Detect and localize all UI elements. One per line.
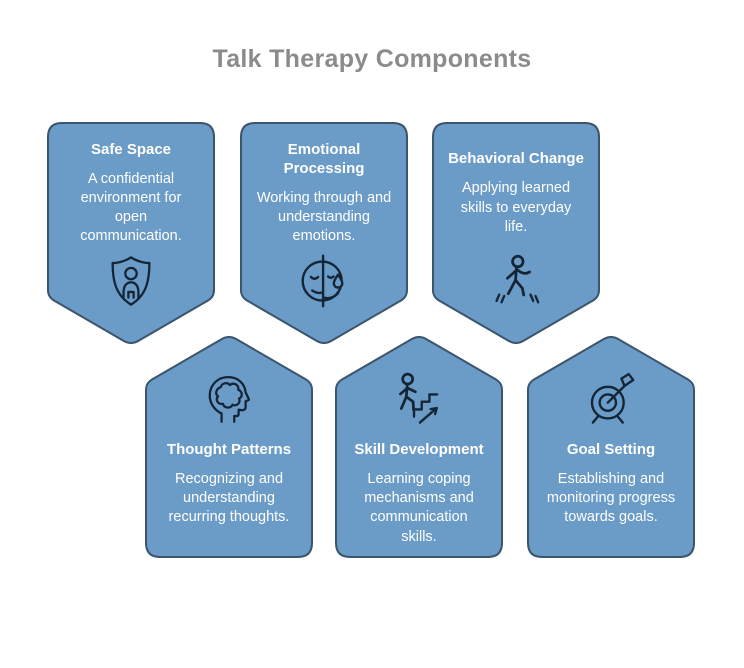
target-arrow-icon — [590, 372, 635, 424]
card-description: Recognizing and understanding recurring … — [168, 471, 290, 526]
card-skill-development: Skill Development Learning coping mechan… — [335, 332, 503, 558]
walking-person-icon — [495, 254, 540, 304]
card-description: Establishing and monitoring progress tow… — [546, 471, 676, 526]
card-shape-up — [145, 336, 313, 558]
half-face-tear-icon — [301, 254, 344, 308]
card-shape-up — [527, 336, 695, 558]
page-title: Talk Therapy Components — [212, 45, 532, 73]
card-description: A confidential environment for open comm… — [80, 170, 182, 245]
head-puzzle-icon — [208, 375, 251, 423]
card-title: Behavioral Change — [448, 150, 584, 168]
card-title: Goal Setting — [566, 441, 656, 458]
card-description: Applying learned skills to everyday life… — [460, 180, 572, 235]
card-shape-down — [240, 122, 408, 344]
card-shape-down — [432, 122, 600, 344]
card-description: Working through and understanding emotio… — [256, 190, 392, 245]
shield-person-icon — [111, 256, 151, 306]
card-title: Thought Patterns — [166, 441, 292, 458]
card-description: Learning coping mechanisms and communica… — [364, 471, 474, 545]
card-shape-up — [335, 336, 503, 558]
stairs-person-icon — [399, 372, 439, 424]
card-shape-down — [47, 122, 215, 344]
card-title: Safe Space — [90, 140, 172, 158]
card-title: Emotional Processing — [283, 140, 365, 177]
card-safe-space: Safe Space A confidential environment fo… — [47, 122, 215, 348]
card-behavioral-change: Behavioral Change Applying learned skill… — [432, 122, 600, 348]
card-emotional-processing: Emotional Processing Working through and… — [240, 122, 408, 348]
card-title: Skill Development — [354, 441, 484, 458]
card-thought-patterns: Thought Patterns Recognizing and underst… — [145, 332, 313, 558]
card-goal-setting: Goal Setting Establishing and monitoring… — [527, 332, 695, 558]
